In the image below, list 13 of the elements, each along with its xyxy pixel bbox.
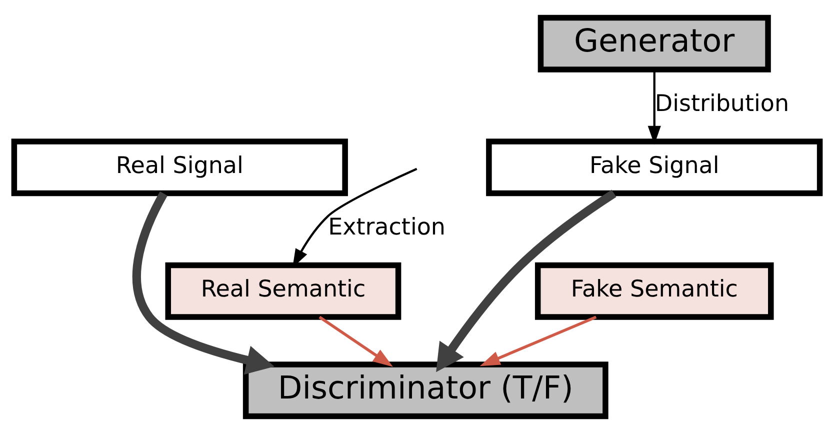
node-box: Generator [538,14,771,72]
arrow [318,316,393,367]
edge-label: Distribution [654,90,790,117]
arrow [480,316,597,366]
edge-label: Extraction [328,214,446,241]
node-box: Real Signal [11,138,348,196]
arrow [648,70,661,145]
node-box: Fake Semantic [534,262,774,320]
node-box: Real Semantic [165,262,402,320]
arrow [436,190,616,372]
node-box: Fake Signal [486,138,823,196]
node-box: Discriminator (T/F) [242,362,608,420]
arrow [132,191,274,375]
